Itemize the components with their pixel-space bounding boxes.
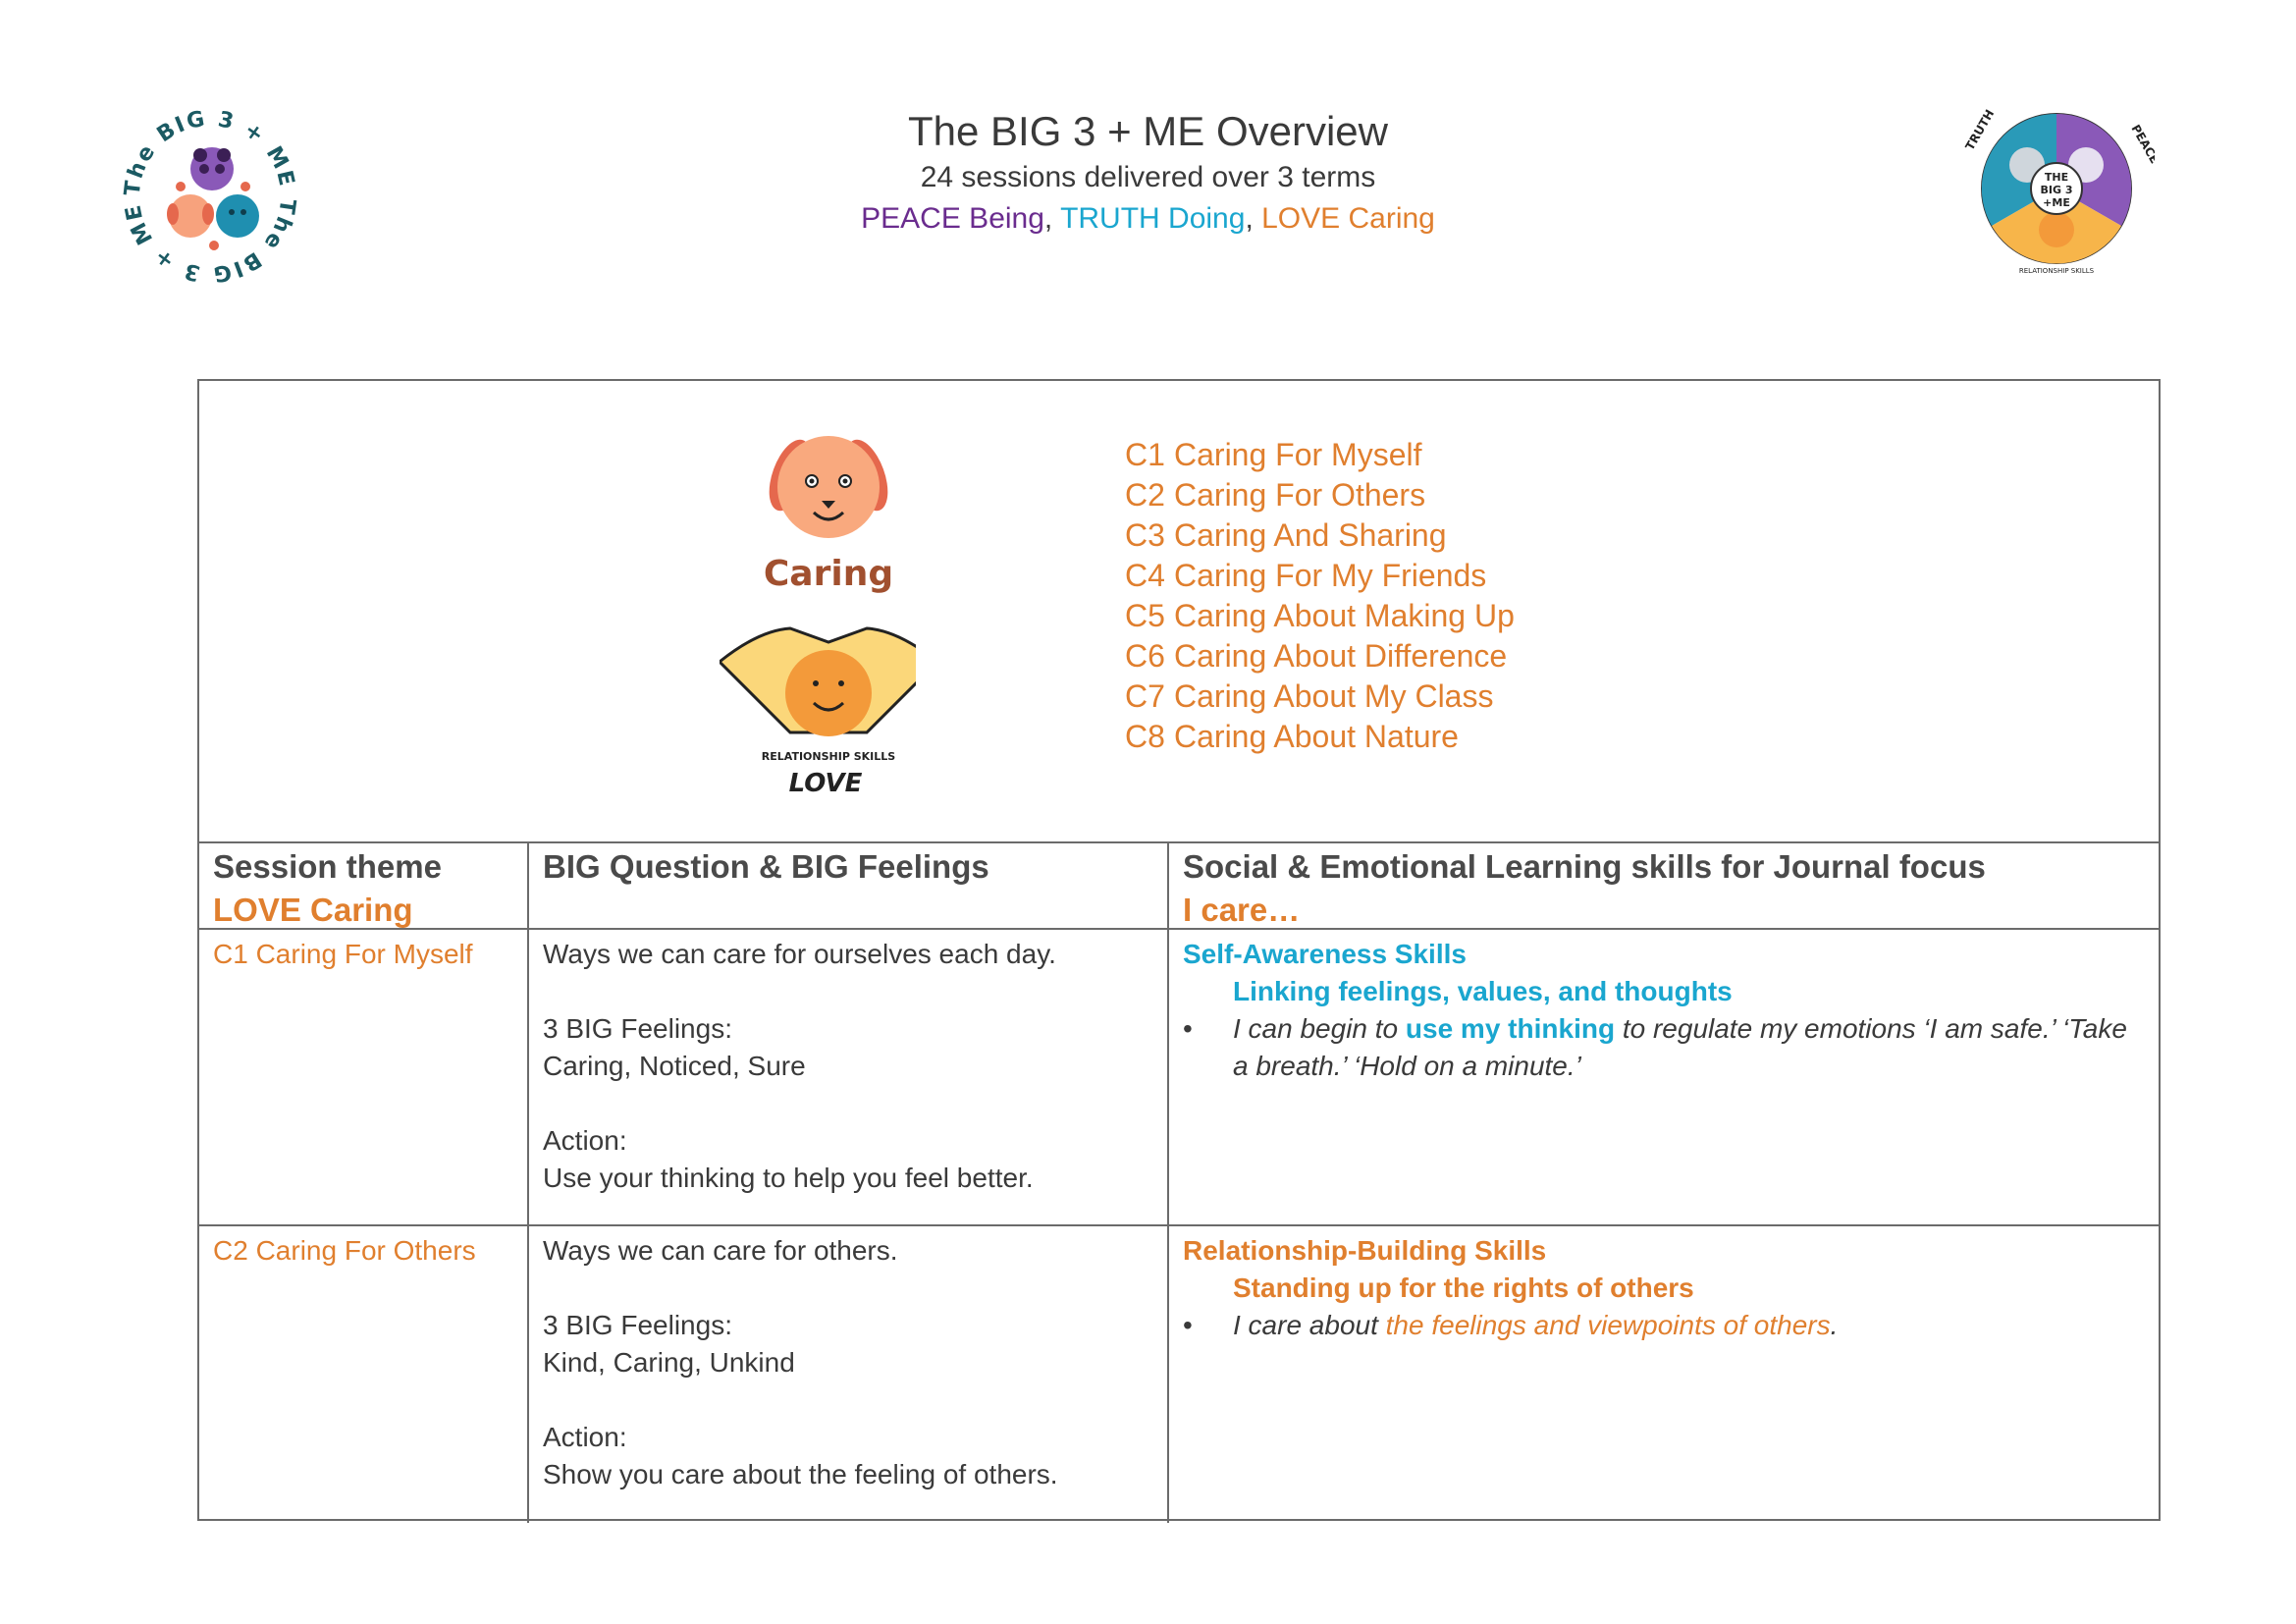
overview-grid: Session theme LOVE Caring BIG Question &…: [199, 841, 2159, 1523]
wheel-center-1: THE: [2045, 171, 2068, 184]
skill-subtitle: Standing up for the rights of others: [1233, 1272, 1694, 1303]
theme-truth: TRUTH Doing: [1060, 202, 1246, 235]
big3-wheel-logo-right: THE BIG 3 +ME TRUTH PEACE RELATIONSHIP S…: [1962, 107, 2155, 275]
session-cell: C2 Caring For Others: [199, 1226, 529, 1523]
wheel-label-peace: PEACE: [2128, 123, 2155, 166]
love-label: LOVE: [789, 769, 863, 798]
page-subtitle: 24 sessions delivered over 3 terms: [920, 161, 1376, 193]
dog-face-icon: [777, 436, 880, 538]
skill-subtitle: Linking feelings, values, and thoughts: [1233, 976, 1733, 1006]
session-cell: C1 Caring For Myself: [199, 930, 529, 1224]
skills-cell: Self-Awareness Skills Linking feelings, …: [1169, 930, 2159, 1224]
wheel-center-3: +ME: [2043, 196, 2070, 209]
skill-bullet: I care about the feelings and viewpoints…: [1183, 1307, 2145, 1344]
skill-title: Relationship-Building Skills: [1183, 1235, 1547, 1266]
header-session-theme: Session theme LOVE Caring: [199, 841, 529, 928]
logo-ring-text: The BIG 3 + ME The BIG 3 + ME: [122, 108, 297, 285]
theme-peace: PEACE Being: [861, 202, 1044, 235]
theme-separator: ,: [1245, 202, 1262, 235]
header-big-question: BIG Question & BIG Feelings: [529, 841, 1169, 928]
drop-icon: [216, 194, 259, 238]
question-cell: Ways we can care for ourselves each day.…: [529, 930, 1169, 1224]
theme-separator: ,: [1043, 202, 1061, 235]
table-header-row: Session theme LOVE Caring BIG Question &…: [199, 841, 2159, 930]
page-title: The BIG 3 + ME Overview: [908, 108, 1388, 154]
svg-text:The BIG 3 + ME The BIG 3 + ME: The BIG 3 + ME The BIG 3 + ME: [122, 108, 298, 285]
wheel-center-2: BIG 3: [2041, 184, 2073, 196]
caring-label: Caring: [764, 554, 893, 594]
wheel-label-love: RELATIONSHIP SKILLS: [2019, 267, 2095, 275]
wheel-label-truth: TRUTH: [1962, 107, 1997, 152]
sun-face-icon: [785, 650, 872, 736]
big3-logo-left: The BIG 3 + ME The BIG 3 + ME: [122, 108, 298, 285]
question-cell: Ways we can care for others. 3 BIG Feeli…: [529, 1226, 1169, 1523]
skill-bullet: I can begin to use my thinking to regula…: [1183, 1010, 2145, 1085]
table-row: C1 Caring For Myself Ways we can care fo…: [199, 930, 2159, 1226]
relationship-skills-label: RELATIONSHIP SKILLS: [762, 750, 895, 763]
page-header: The BIG 3 + ME Overview 24 sessions deli…: [0, 106, 2296, 240]
dog-icon: [169, 194, 212, 238]
theme-love: LOVE Caring: [1261, 202, 1435, 235]
header-sel-skills: Social & Emotional Learning skills for J…: [1183, 848, 1986, 928]
love-mascots: Caring RELATIONSHIP SKILLS LOVE: [720, 436, 916, 798]
table-row: C2 Caring For Others Ways we can care fo…: [199, 1226, 2159, 1523]
skill-title: Self-Awareness Skills: [1183, 939, 1467, 969]
skills-cell: Relationship-Building Skills Standing up…: [1169, 1226, 2159, 1523]
theme-line: PEACE Being, TRUTH Doing, LOVE Caring: [0, 198, 2296, 240]
